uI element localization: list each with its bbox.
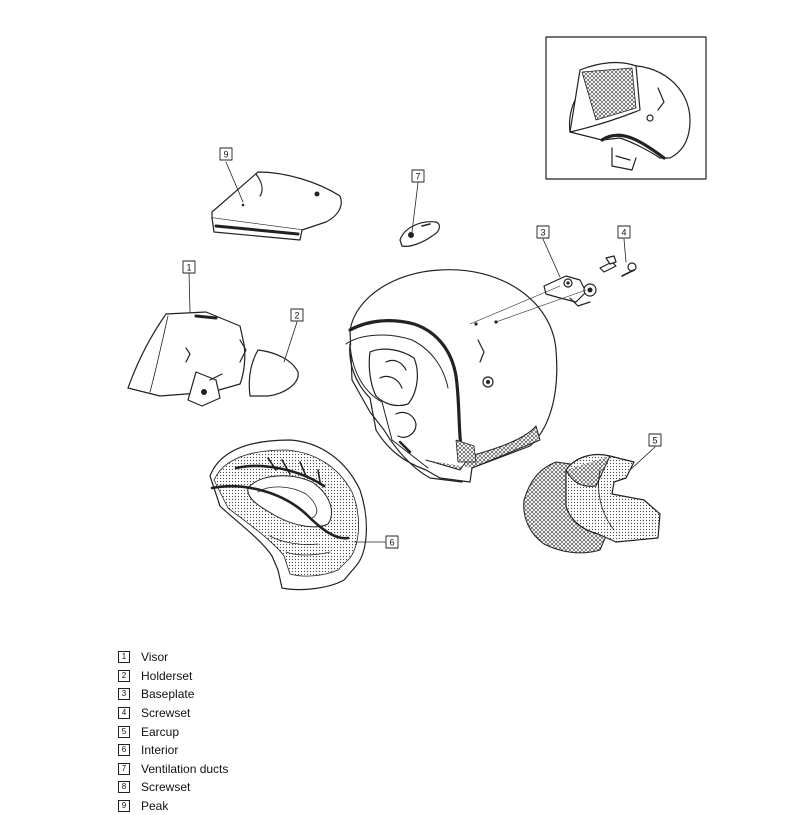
callout-9: 9 <box>219 147 244 203</box>
legend-number: 1 <box>118 651 130 664</box>
baseplate-part <box>543 275 597 307</box>
legend-label: Earcup <box>141 724 180 739</box>
callout-3: 3 <box>469 225 587 325</box>
legend-item: 1 Visor <box>118 648 228 667</box>
legend-label: Screwset <box>141 780 191 795</box>
ventilation-duct-part <box>399 221 441 247</box>
callout-9-label: 9 <box>223 150 228 160</box>
legend-label: Interior <box>141 743 179 758</box>
helmet-shell <box>345 269 558 483</box>
legend-item: 2 Holderset <box>118 667 228 686</box>
callout-5: 5 <box>629 433 662 471</box>
legend-label: Peak <box>141 799 169 814</box>
legend-label: Ventilation ducts <box>141 761 229 776</box>
legend-label: Holderset <box>141 668 193 683</box>
screwset-part <box>599 255 637 277</box>
holderset-part <box>248 349 299 397</box>
callout-2: 2 <box>283 308 304 363</box>
callout-5-label: 5 <box>652 436 657 446</box>
legend-number: 5 <box>118 725 130 738</box>
legend-number: 6 <box>118 744 130 757</box>
callout-7-label: 7 <box>415 172 420 182</box>
peak-part <box>211 171 342 241</box>
legend-item: 5 Earcup <box>118 722 228 741</box>
assembled-helmet-inset <box>545 36 707 180</box>
callout-4: 4 <box>617 225 631 263</box>
legend-label: Visor <box>141 650 169 665</box>
legend-item: 8 Screwset <box>118 778 228 797</box>
callout-2-label: 2 <box>294 311 299 321</box>
callout-6: 6 <box>353 535 399 549</box>
legend-number: 7 <box>118 762 130 775</box>
earcup-part <box>523 453 661 554</box>
legend-number: 3 <box>118 688 130 701</box>
legend-number: 8 <box>118 781 130 794</box>
legend-item: 3 Baseplate <box>118 685 228 704</box>
callout-6-label: 6 <box>389 538 394 548</box>
parts-legend: 1 Visor 2 Holderset 3 Baseplate 4 Screws… <box>118 648 228 815</box>
legend-number: 2 <box>118 669 130 682</box>
interior-part <box>209 439 367 591</box>
legend-label: Screwset <box>141 706 191 721</box>
legend-item: 6 Interior <box>118 741 228 760</box>
callout-1-label: 1 <box>186 263 191 273</box>
visor-part <box>127 311 247 407</box>
legend-number: 9 <box>118 800 130 813</box>
callout-3-label: 3 <box>540 228 545 238</box>
callout-1: 1 <box>182 260 196 313</box>
legend-item: 7 Ventilation ducts <box>118 760 228 779</box>
legend-label: Baseplate <box>141 687 195 702</box>
exploded-helmet-diagram: 9 7 3 4 1 2 5 6 <box>127 36 707 591</box>
callout-4-label: 4 <box>621 228 626 238</box>
callout-7: 7 <box>411 169 425 233</box>
legend-item: 9 Peak <box>118 797 228 815</box>
legend-number: 4 <box>118 707 130 720</box>
legend-item: 4 Screwset <box>118 704 228 723</box>
